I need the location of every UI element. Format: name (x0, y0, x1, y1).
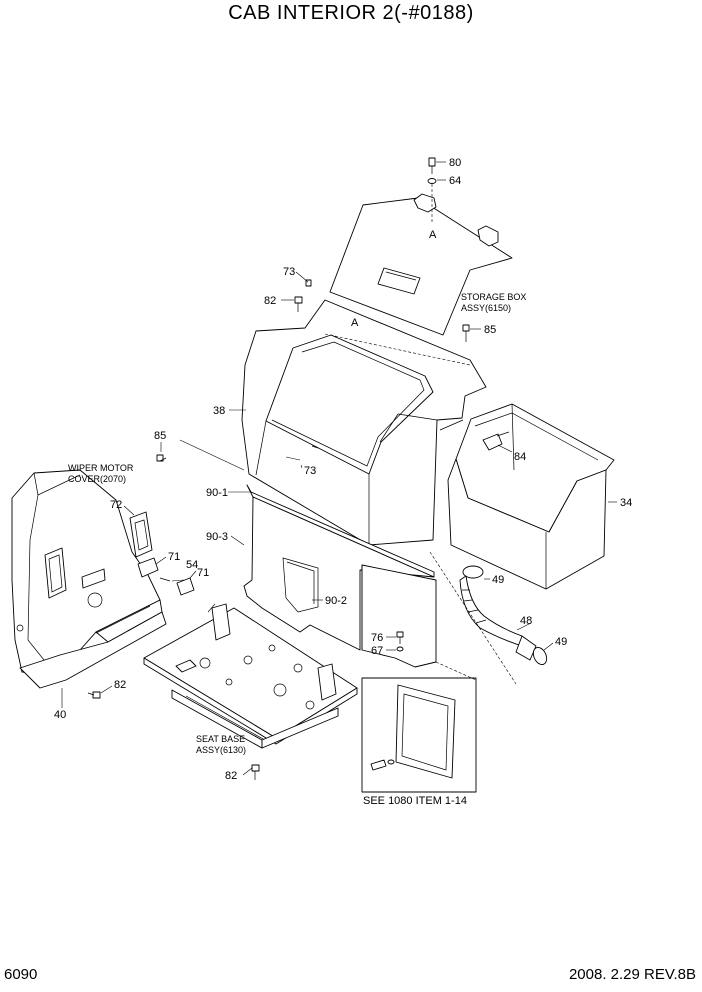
callout-a-top: A (429, 229, 437, 241)
callout-82-top: 82 (264, 295, 276, 307)
revision-date: 2008. 2.29 REV.8B (568, 966, 696, 983)
seat-base-label-1: SEAT BASE (196, 734, 245, 744)
callout-48: 48 (520, 615, 532, 627)
storage-box-label-1: STORAGE BOX (461, 292, 526, 302)
bolt-82-top (294, 296, 303, 312)
callout-67: 67 (371, 645, 383, 657)
screw-54 (159, 577, 171, 582)
seat-base-rails (171, 689, 339, 749)
wiper-cover-label-1: WIPER MOTOR (68, 463, 134, 473)
bolt-76 (396, 631, 404, 652)
callout-85-left: 85 (154, 430, 166, 442)
page-code: 6090 (4, 966, 38, 983)
fitting-84 (482, 431, 510, 451)
callout-85-right: 85 (484, 324, 496, 336)
callout-72: 72 (110, 499, 122, 511)
bolt-80 (427, 157, 437, 222)
callout-82-left: 82 (114, 679, 126, 691)
switch-72 (129, 511, 153, 558)
callout-73-mid: 73 (304, 465, 316, 477)
callout-71-a: 71 (168, 551, 180, 563)
callout-73-top: 73 (283, 266, 295, 278)
callout-90-1: 90-1 (206, 487, 228, 499)
callout-54: 54 (186, 559, 198, 571)
storage-box-34 (447, 403, 615, 590)
callout-49-a: 49 (492, 574, 504, 586)
lower-panel-90-3 (361, 564, 437, 668)
diagram-title: CAB INTERIOR 2(-#0188) (228, 2, 474, 24)
see-1080-label: SEE 1080 ITEM 1-14 (363, 795, 467, 807)
bolt-85-left (156, 454, 167, 462)
bolt-82-left (87, 691, 101, 699)
callout-82-bottom: 82 (225, 770, 237, 782)
callout-a-mid: A (351, 317, 359, 329)
knob-71-a (137, 557, 159, 578)
callout-71-b: 71 (197, 567, 209, 579)
bolt-85-right (462, 324, 470, 342)
callout-76: 76 (371, 632, 383, 644)
knob-71-b (176, 577, 195, 596)
callout-labels: 80 64 A A 73 82 STORAGE BOX ASSY(6150) 8… (54, 157, 632, 807)
wiper-motor-cover (11, 469, 163, 677)
storage-box-label-2: ASSY(6150) (461, 303, 511, 313)
rear-cover-panel-38 (241, 299, 487, 546)
cover-bottom-plate-40 (19, 605, 167, 689)
leader-lines (61, 161, 617, 776)
callout-38: 38 (213, 405, 225, 417)
callout-90-3: 90-3 (206, 531, 228, 543)
callout-49-b: 49 (555, 636, 567, 648)
callout-40: 40 (54, 709, 66, 721)
storage-box-lid (329, 193, 513, 336)
callout-84: 84 (514, 451, 526, 463)
bolt-82-bottom (251, 764, 260, 780)
callout-64: 64 (449, 175, 461, 187)
see-1080-box (361, 677, 477, 793)
callout-90-2: 90-2 (325, 595, 347, 607)
seat-base-label-2: ASSY(6130) (196, 745, 246, 755)
callout-80: 80 (449, 157, 461, 169)
duct-hose-48 (459, 565, 548, 665)
clip-73-top (305, 279, 312, 287)
wiper-cover-label-2: COVER(2070) (68, 474, 126, 484)
callout-34: 34 (620, 497, 632, 509)
